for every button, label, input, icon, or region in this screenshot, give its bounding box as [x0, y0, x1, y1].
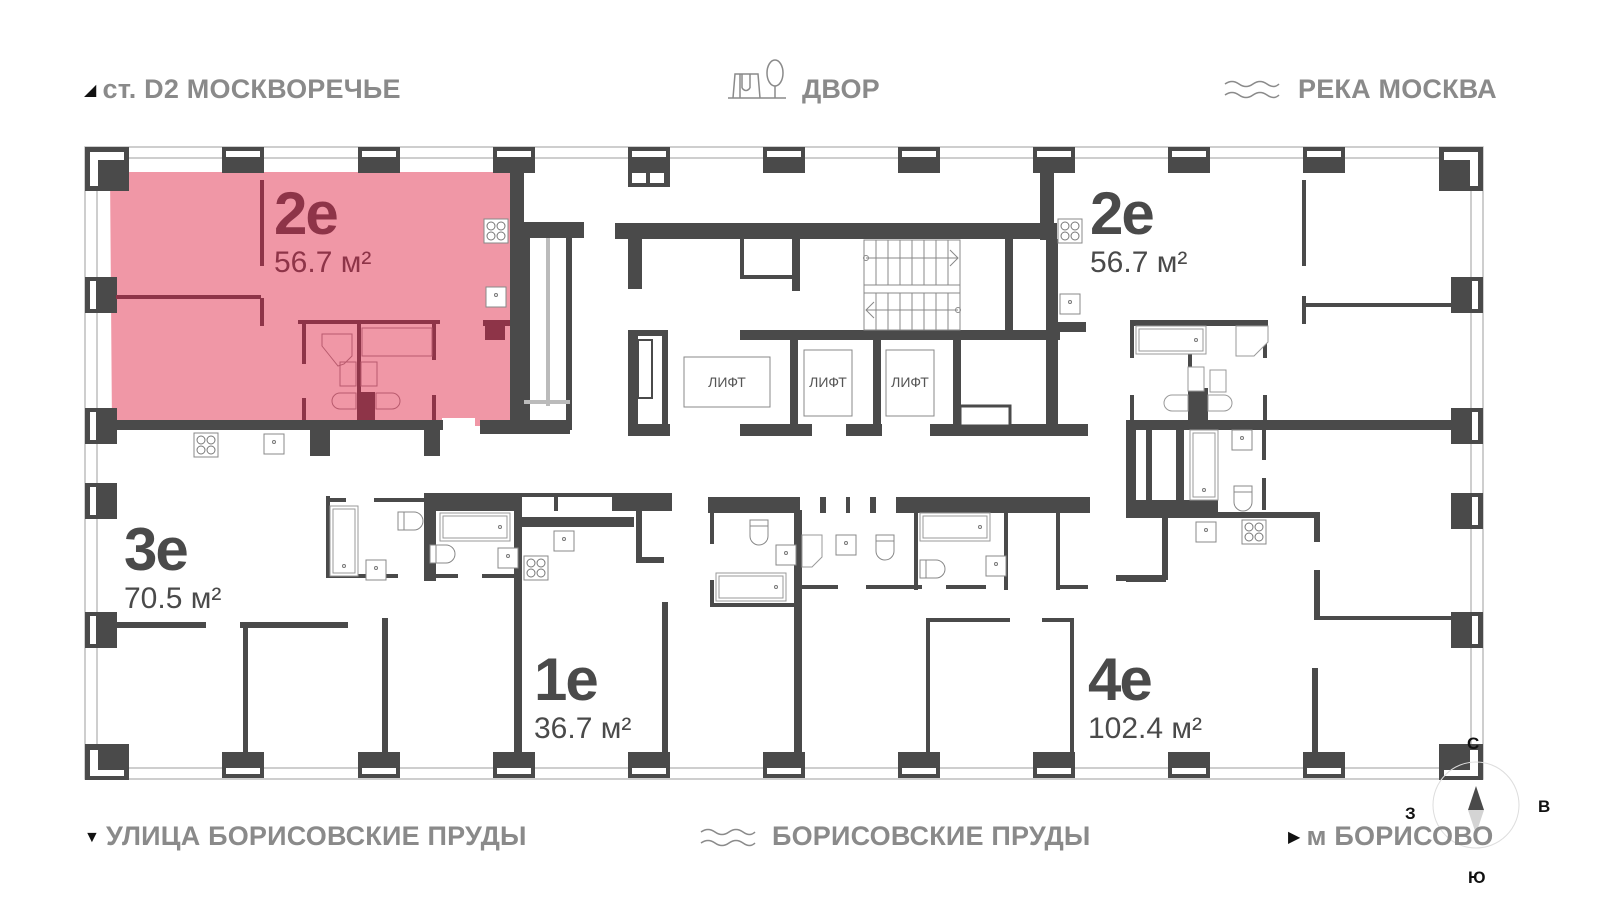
- apartment-4e-label[interactable]: 4е 102.4 м²: [1088, 650, 1202, 744]
- apartment-type: 1е: [534, 646, 599, 713]
- lift-label-1: ЛИФТ: [708, 374, 746, 390]
- apartment-area: 56.7 м²: [1090, 246, 1188, 279]
- apartment-area: 102.4 м²: [1088, 712, 1203, 745]
- triangle-right-icon: ▶: [1288, 829, 1301, 846]
- apartment-type: 2е: [274, 180, 339, 247]
- selected-apartment-fill: [110, 172, 510, 428]
- street-name-text: УЛИЦА БОРИСОВСКИЕ ПРУДЫ: [106, 821, 527, 851]
- courtyard-icon: [728, 58, 788, 102]
- water-waves-icon: [1224, 78, 1280, 107]
- metro-station-text: ст. D2 МОСКВОРЕЧЬЕ: [102, 74, 401, 104]
- compass-east: В: [1538, 797, 1551, 816]
- compass-south: Ю: [1468, 868, 1486, 887]
- apartment-2e-left-label[interactable]: 2е 56.7 м²: [274, 184, 371, 278]
- apartment-area: 36.7 м²: [534, 712, 632, 745]
- lift-label-2: ЛИФТ: [809, 374, 847, 390]
- apartment-type: 2е: [1090, 180, 1155, 247]
- lift-label-3: ЛИФТ: [891, 374, 929, 390]
- compass-west: З: [1405, 804, 1416, 823]
- apartment-area: 56.7 м²: [274, 246, 372, 279]
- apartment-type: 4е: [1088, 646, 1153, 713]
- apartment-3e-label[interactable]: 3е 70.5 м²: [124, 520, 221, 614]
- triangle-down-icon: ▼: [84, 829, 101, 846]
- triangle-pointer-icon: ◢: [84, 82, 97, 99]
- compass-north: С: [1467, 734, 1480, 753]
- header-right-label: РЕКА МОСКВА: [1298, 74, 1497, 104]
- footer-left-label: ▼ УЛИЦА БОРИСОВСКИЕ ПРУДЫ: [84, 821, 527, 852]
- apartment-area: 70.5 м²: [124, 582, 222, 615]
- header-left-label: ◢ ст. D2 МОСКВОРЕЧЬЕ: [84, 74, 401, 105]
- footer-right-label: ▶ м БОРИСОВО: [1288, 821, 1493, 852]
- compass-rose: [1432, 761, 1520, 849]
- metro-text: м БОРИСОВО: [1306, 821, 1494, 851]
- apartment-2e-right-label[interactable]: 2е 56.7 м²: [1090, 184, 1187, 278]
- header-center-label: ДВОР: [802, 74, 880, 104]
- apartment-type: 3е: [124, 516, 189, 583]
- apartment-1e-label[interactable]: 1е 36.7 м²: [534, 650, 631, 744]
- footer-center-label: БОРИСОВСКИЕ ПРУДЫ: [772, 821, 1091, 851]
- water-waves-icon: [700, 826, 756, 855]
